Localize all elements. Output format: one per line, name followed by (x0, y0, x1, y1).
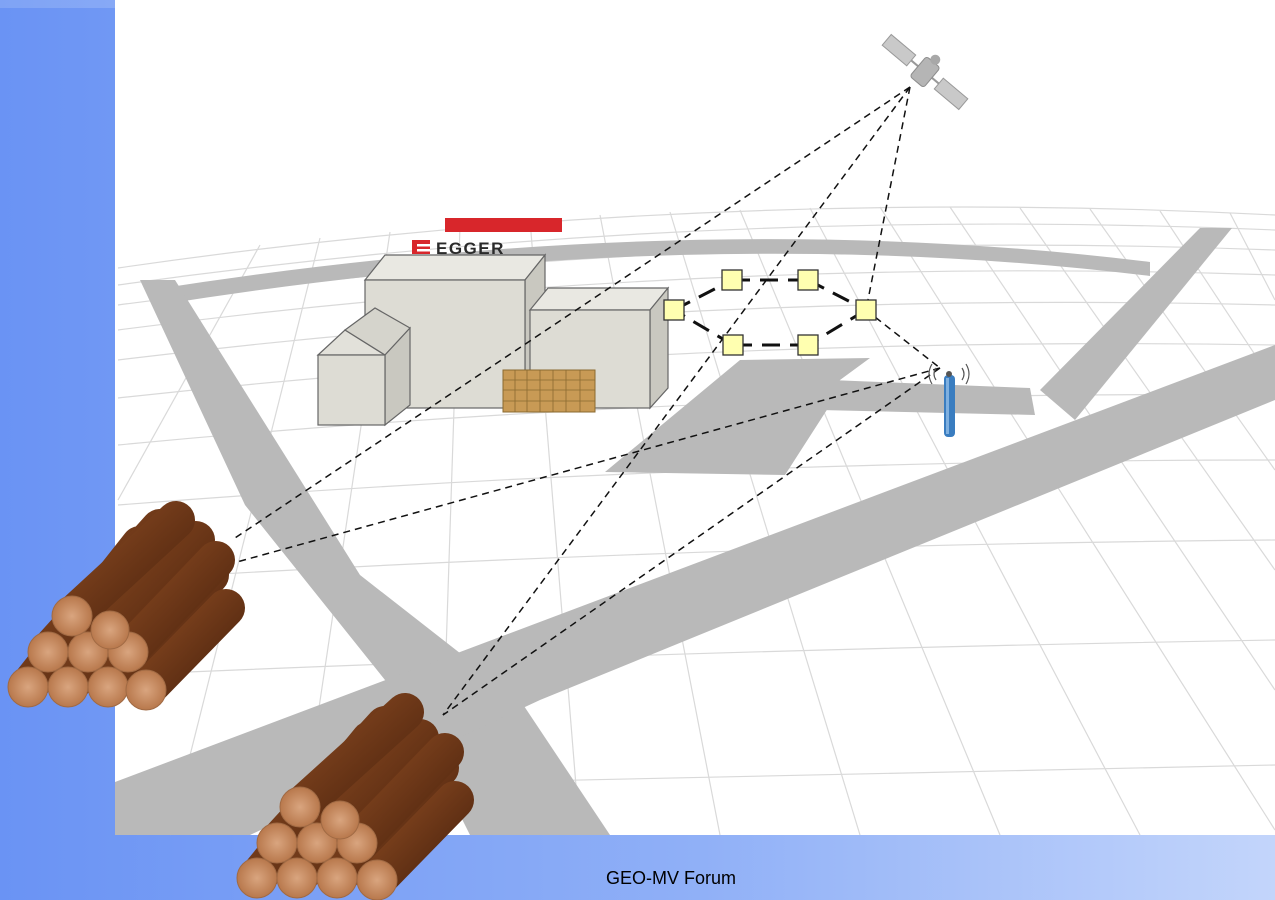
log-pile (7, 501, 245, 711)
sensor-mesh (663, 269, 877, 356)
sensor-node (855, 299, 877, 321)
footer-text: GEO-MV Forum (606, 868, 737, 888)
egger-logo-text: EGGER (436, 239, 505, 258)
sensor-node (663, 299, 685, 321)
sensor-node (797, 334, 819, 356)
pallet-stack (502, 369, 596, 413)
satellite-icon (881, 33, 969, 111)
log-pile (236, 693, 474, 900)
sensor-node (797, 269, 819, 291)
egger-logo: EGGER (412, 218, 562, 258)
factory-building (316, 253, 670, 427)
sensor-node (722, 334, 744, 356)
antenna-icon (928, 363, 970, 437)
sensor-node (721, 269, 743, 291)
radio-links (231, 86, 941, 716)
